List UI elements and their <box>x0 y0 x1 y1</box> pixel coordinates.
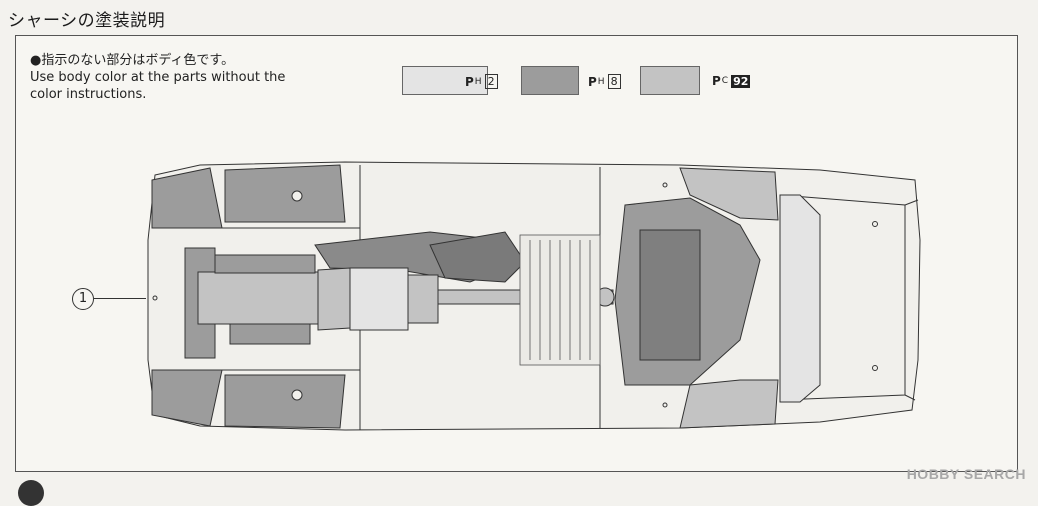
paint-code-h8: P H 8 <box>588 74 621 89</box>
paint-code-c92: P C 92 <box>712 74 751 88</box>
exhaust-system <box>314 231 526 283</box>
note-english-line2: color instructions. <box>30 87 147 102</box>
paint-sub: H <box>597 76 605 87</box>
rear-suspension <box>614 197 761 386</box>
fuel-tank <box>519 234 601 366</box>
callout-1: 1 <box>72 288 94 310</box>
paint-number: 2 <box>484 74 498 89</box>
floor-pans <box>224 164 346 429</box>
paint-number: 8 <box>607 74 621 89</box>
paint-number: 92 <box>731 74 751 88</box>
page-title: シャーシの塗装説明 <box>8 11 166 31</box>
swatch-mid-gray <box>640 66 700 95</box>
paint-prefix: P <box>465 74 474 89</box>
paint-prefix: P <box>712 74 721 88</box>
paint-sub: H <box>474 76 482 87</box>
bolt-holes <box>152 182 878 408</box>
corner-marker <box>18 480 44 506</box>
watermark: HOBBY SEARCH <box>906 466 1026 482</box>
paint-sub: C <box>721 76 729 86</box>
rear-wheel-wells <box>679 167 779 429</box>
swatch-light-gray <box>402 66 488 95</box>
swatch-dark-gray <box>521 66 579 95</box>
note-english-line1: Use body color at the parts without the <box>30 70 286 85</box>
paint-code-h2: P H 2 <box>465 74 498 89</box>
engine <box>184 247 351 359</box>
paint-prefix: P <box>588 74 597 89</box>
transmission <box>349 267 439 331</box>
chassis-diagram <box>147 161 921 431</box>
paint-note: ●指示のない部分はボディ色です。 Use body color at the p… <box>30 52 285 103</box>
front-wheel-wells <box>151 167 223 427</box>
rear-crossmember <box>779 194 821 403</box>
note-japanese: ●指示のない部分はボディ色です。 <box>30 53 235 68</box>
callout-leader-line <box>94 298 146 299</box>
